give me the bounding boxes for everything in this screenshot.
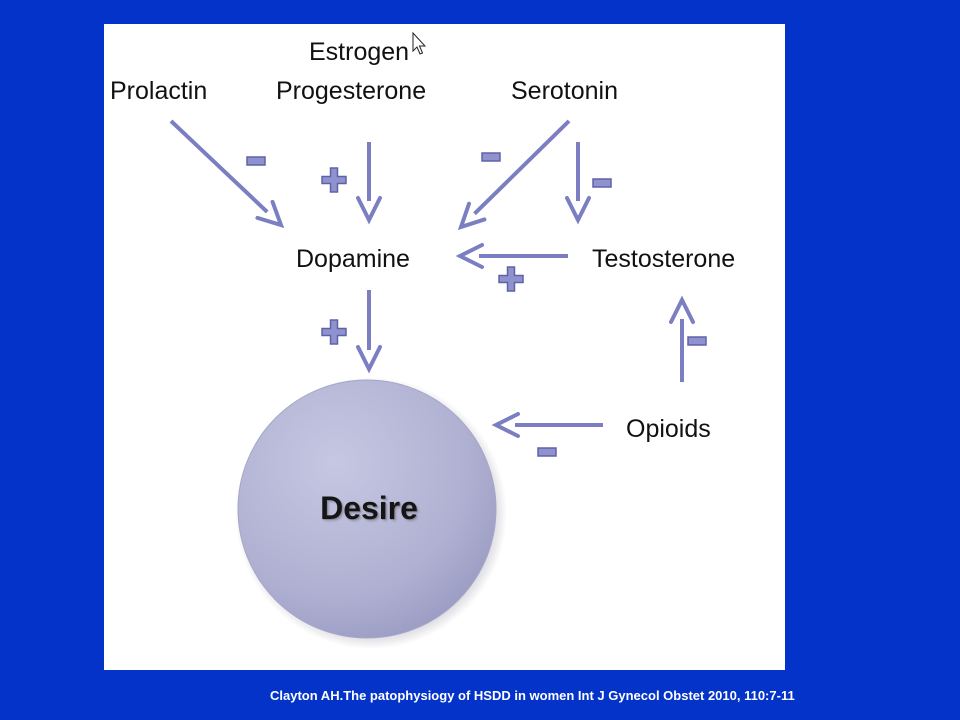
minus-sign-opioids-to-testosterone	[687, 336, 707, 346]
arrow-testosterone-to-dopamine-head	[455, 243, 484, 269]
node-progesterone: Progesterone	[276, 77, 427, 105]
node-prolactin: Prolactin	[110, 77, 208, 105]
desire-circle	[237, 379, 497, 639]
arrow-estrogen-progesterone-to-dopamine-head	[356, 196, 382, 225]
minus-sign-serotonin-to-dopamine	[481, 152, 501, 162]
node-testosterone: Testosterone	[592, 245, 736, 273]
arrow-serotonin-to-testosterone-head	[565, 196, 591, 225]
node-desire: Desire	[320, 490, 418, 526]
arrow-opioids-to-testosterone-head	[669, 295, 695, 324]
node-serotonin: Serotonin	[511, 77, 619, 105]
plus-sign-estrogen-progesterone-to-dopamine	[321, 167, 347, 193]
arrow-opioids-to-desire	[491, 412, 603, 438]
minus-sign-serotonin-to-testosterone	[592, 178, 612, 188]
mouse-pointer-icon	[412, 32, 426, 55]
node-dopamine: Dopamine	[296, 245, 410, 273]
arrow-estrogen-progesterone-to-dopamine	[356, 142, 382, 225]
plus-sign-dopamine-to-desire	[321, 319, 347, 345]
arrow-dopamine-to-desire	[356, 290, 382, 374]
arrow-serotonin-to-testosterone	[565, 142, 591, 225]
minus-sign-opioids-to-desire	[537, 447, 557, 457]
arrow-prolactin-to-dopamine	[169, 119, 285, 229]
arrow-opioids-to-desire-head	[491, 412, 520, 438]
arrow-prolactin-to-dopamine-head	[255, 199, 285, 229]
arrow-dopamine-to-desire-head	[356, 345, 382, 374]
arrow-opioids-to-testosterone	[669, 295, 695, 382]
arrow-testosterone-to-dopamine	[455, 243, 568, 269]
arrow-serotonin-to-dopamine	[457, 119, 571, 231]
plus-sign-testosterone-to-dopamine	[498, 266, 524, 292]
arrow-serotonin-to-dopamine-shaft	[473, 119, 571, 216]
arrow-prolactin-to-dopamine-shaft	[169, 119, 269, 214]
node-estrogen: Estrogen	[309, 38, 410, 66]
arrow-serotonin-to-dopamine-head	[457, 201, 487, 231]
minus-sign-prolactin-to-dopamine	[246, 156, 266, 166]
node-opioids: Opioids	[626, 415, 711, 443]
citation-text: Clayton AH.The patophysiogy of HSDD in w…	[270, 688, 795, 703]
